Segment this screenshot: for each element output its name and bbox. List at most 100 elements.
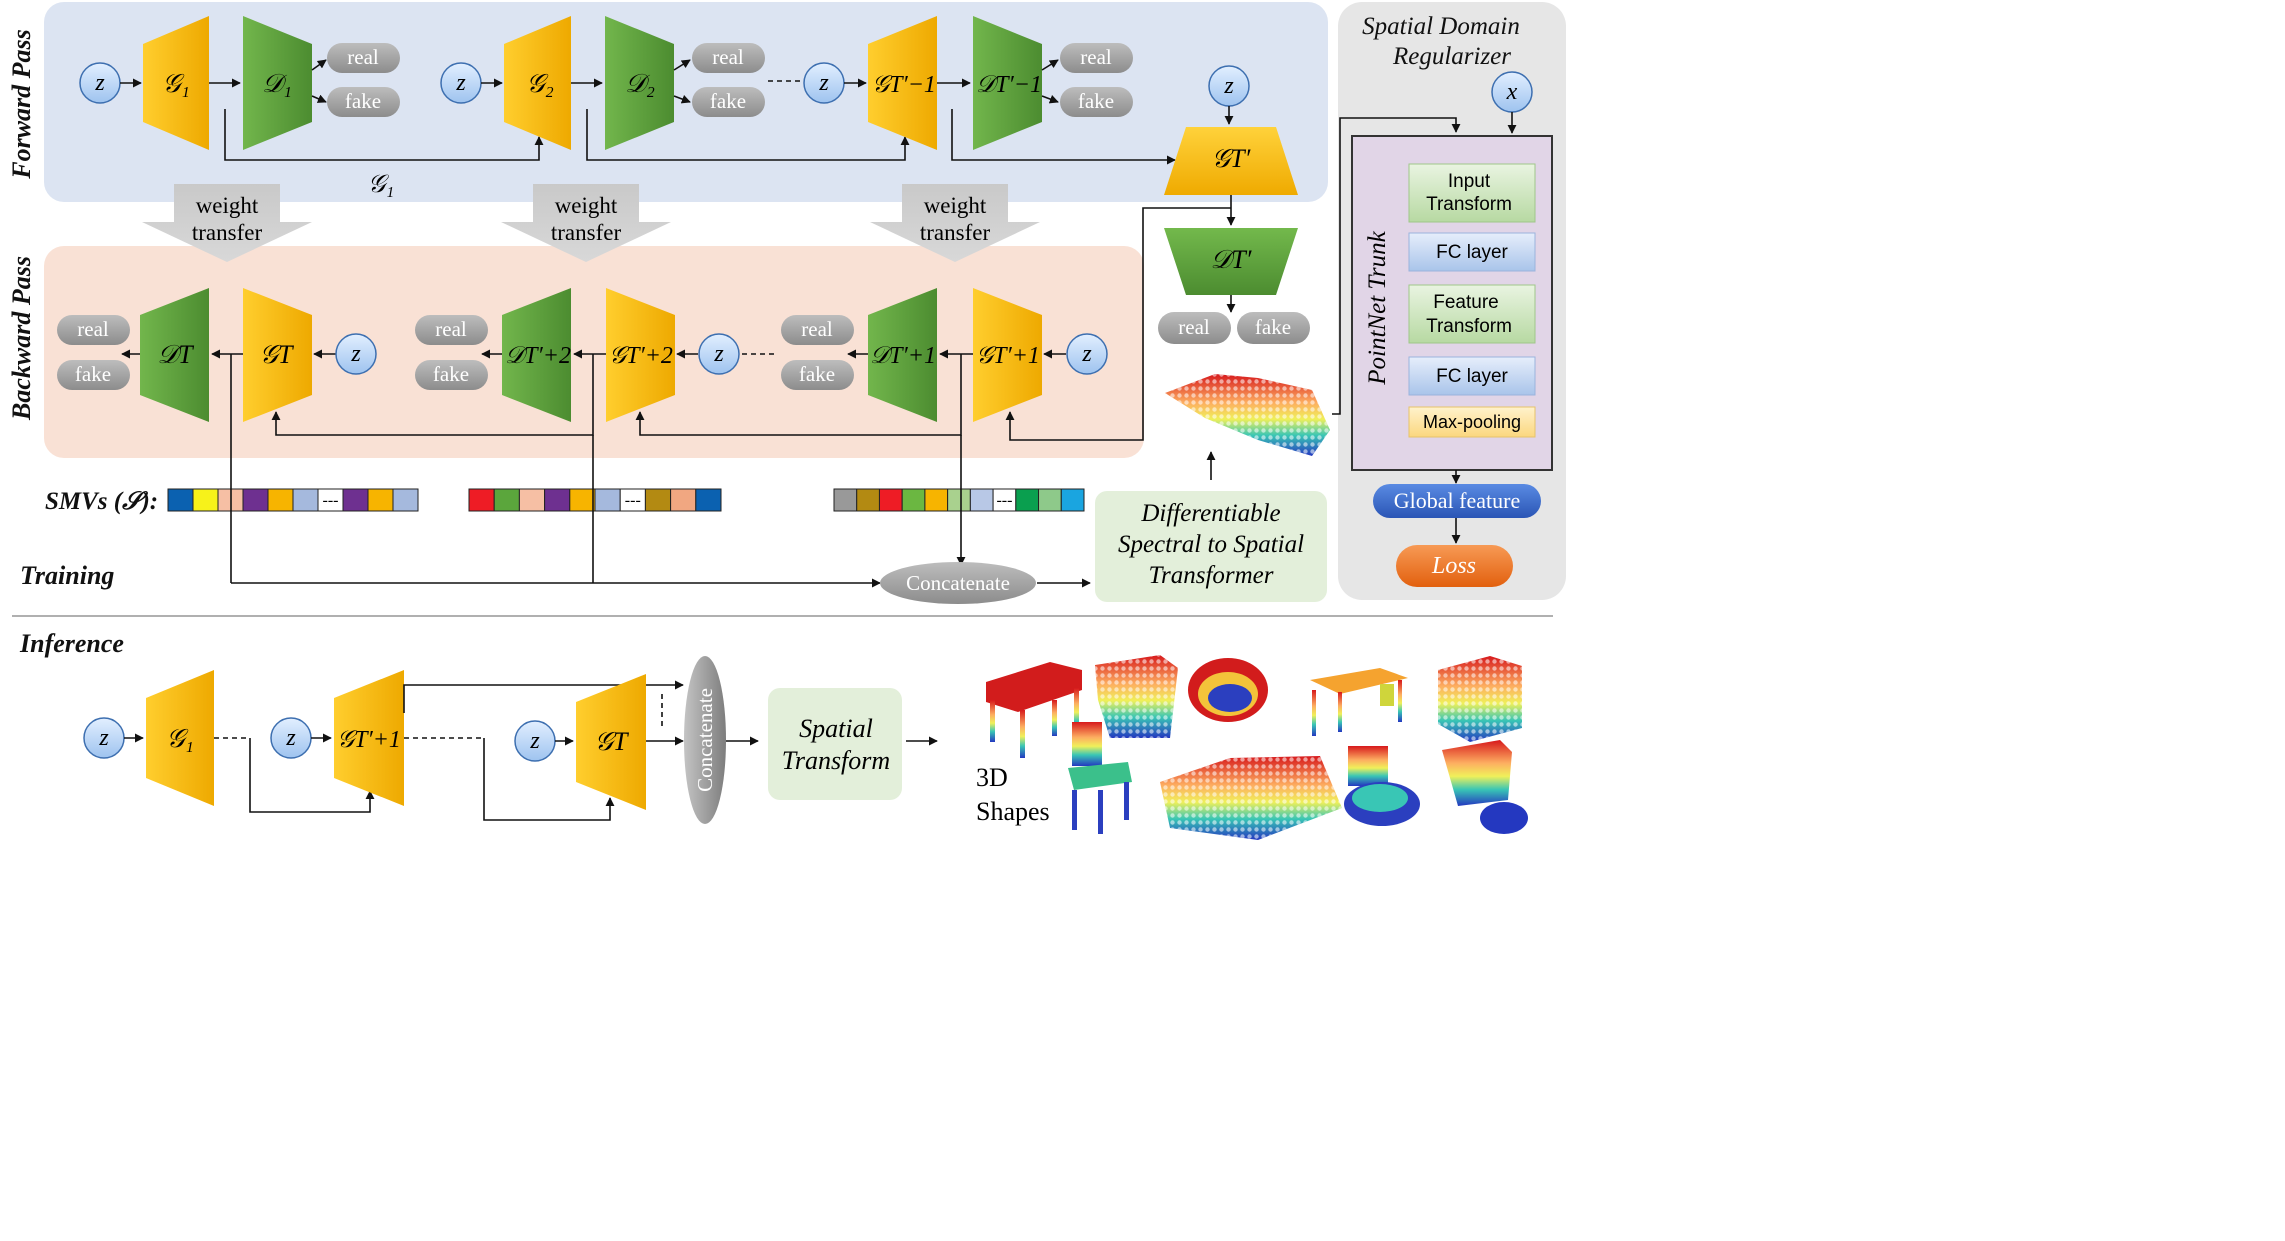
- smv-ellipsis: ---: [996, 492, 1012, 509]
- smv-cell: [242, 488, 269, 512]
- input-transform-line-2: Transform: [1426, 194, 1512, 215]
- z-label: z: [350, 341, 361, 367]
- arrow: [311, 94, 327, 103]
- skip-arrow: [249, 738, 375, 813]
- smv-cell: [1038, 488, 1062, 512]
- fake-pill: [327, 87, 400, 117]
- generator-gt-label: 𝒢T: [595, 727, 630, 756]
- generator-gtp-plus-1-label: 𝒢T′+1: [976, 343, 1040, 369]
- arrow: [1041, 59, 1059, 71]
- feature-transform-line-1: Feature: [1433, 292, 1498, 313]
- smv-cell: [342, 488, 369, 512]
- shape-bed: [1160, 756, 1342, 840]
- generator-g2: [504, 16, 571, 150]
- generator-g2-label: 𝒢₂: [526, 69, 554, 98]
- z-node: [1066, 333, 1108, 375]
- gtp-plus-1-to-concat-arrow: [403, 680, 684, 713]
- z-label: z: [1223, 73, 1234, 99]
- dst-line-2: Spectral to Spatial: [1118, 531, 1304, 558]
- skip-arrow: [951, 109, 1176, 165]
- concatenate-node: [684, 656, 726, 824]
- transfer-label: transfer: [192, 220, 263, 245]
- forward-pass-panel: [44, 2, 1328, 202]
- generator-gtp-label: 𝒢T′: [1212, 144, 1251, 173]
- forward-pass-title: Forward Pass: [7, 29, 36, 180]
- fake-label: fake: [345, 89, 381, 113]
- shapes-gallery: [986, 655, 1528, 840]
- transfer-arrow-shape: [142, 184, 312, 262]
- transfer-label: transfer: [551, 220, 622, 245]
- generator-gtp-minus-1: [868, 16, 937, 150]
- shape-desk: [1310, 668, 1408, 736]
- smv-cell: [878, 488, 903, 512]
- weight-transfer-1: weight transfer: [142, 184, 312, 262]
- backward-pass-panel: [44, 246, 1144, 458]
- shapes-label-1: 3D: [976, 763, 1008, 792]
- loss-pill: [1396, 545, 1513, 587]
- forward-stage-1: z 𝒢₁ 𝒟₁ real fake 𝒢₁: [79, 16, 544, 198]
- point-cloud-body: [1165, 374, 1330, 456]
- concatenate-label: Concatenate: [693, 688, 717, 792]
- generator-g1: [146, 670, 214, 806]
- real-pill: [1060, 43, 1133, 73]
- x-label: x: [1506, 79, 1518, 105]
- smv-cell: [644, 488, 672, 512]
- smv-cell: [856, 488, 880, 512]
- feature-transform-line-2: Transform: [1426, 316, 1512, 337]
- fake-pill: [1060, 87, 1133, 117]
- arrow: [311, 59, 327, 71]
- backward-skip-arrow: [635, 354, 962, 436]
- generator-gtp-minus-1-label: 𝒢T′−1: [872, 72, 936, 98]
- discriminator-dtp: [1164, 228, 1298, 295]
- smv-cell: [292, 488, 319, 512]
- generator-gtp: [1164, 127, 1298, 195]
- regularizer-title-2: Regularizer: [1392, 43, 1511, 70]
- discriminator-dtp-plus-2: [502, 288, 571, 422]
- fake-label: fake: [1255, 315, 1291, 339]
- real-pill: [327, 43, 400, 73]
- real-label: real: [1080, 45, 1112, 69]
- smv-bars: ---------: [167, 488, 1085, 512]
- discriminator-dtp-plus-1-label: 𝒟T′+1: [870, 343, 936, 369]
- feature-transform-box: [1408, 284, 1536, 344]
- z-node: [698, 333, 740, 375]
- generator-gt-label: 𝒢T: [260, 340, 295, 369]
- real-pill: [692, 43, 765, 73]
- forward-stage-2: z 𝒢₂ 𝒟₂ real fake: [440, 16, 910, 161]
- real-label: real: [712, 45, 744, 69]
- fake-label: fake: [710, 89, 746, 113]
- concatenate-node: [880, 562, 1036, 604]
- discriminator-dt: [140, 288, 209, 422]
- max-pooling-label: Max-pooling: [1423, 412, 1521, 432]
- spatial-transform-box: [768, 688, 902, 800]
- fake-label: fake: [799, 362, 835, 386]
- smv-cell: [192, 488, 219, 512]
- skip-arrow: [586, 109, 910, 161]
- spatial-transform-line-1: Spatial: [799, 714, 873, 743]
- fake-pill: [415, 360, 488, 390]
- real-label: real: [435, 317, 467, 341]
- shape-dresser: [1438, 656, 1522, 742]
- weight-transfer-2: weight transfer: [501, 184, 671, 262]
- smv-cell: [594, 488, 621, 512]
- backward-stage-tp-plus-2: real fake 𝒟T′+2 𝒢T′+2 z: [415, 288, 778, 422]
- shape-table-1: [986, 662, 1082, 758]
- fake-label: fake: [1078, 89, 1114, 113]
- skip-arrow: [224, 109, 544, 161]
- real-pill: [57, 315, 130, 345]
- fake-pill: [1237, 312, 1310, 344]
- fc-layer-2-label: FC layer: [1436, 366, 1508, 387]
- fake-pill: [781, 360, 854, 390]
- discriminator-dtp-label: 𝒟T′: [1211, 245, 1252, 274]
- generator-g1-label: 𝒢₁: [166, 724, 194, 753]
- loss-label: Loss: [1431, 553, 1476, 579]
- discriminator-dtp-minus-1-label: 𝒟T′−1: [976, 72, 1042, 98]
- dst-line-1: Differentiable: [1140, 500, 1280, 527]
- smv-cell: [544, 488, 571, 512]
- discriminator-dtp-minus-1: [973, 16, 1042, 150]
- smv-cell: [167, 488, 194, 512]
- fake-pill: [692, 87, 765, 117]
- concatenate-label: Concatenate: [906, 571, 1010, 595]
- shape-toilet: [1344, 746, 1420, 826]
